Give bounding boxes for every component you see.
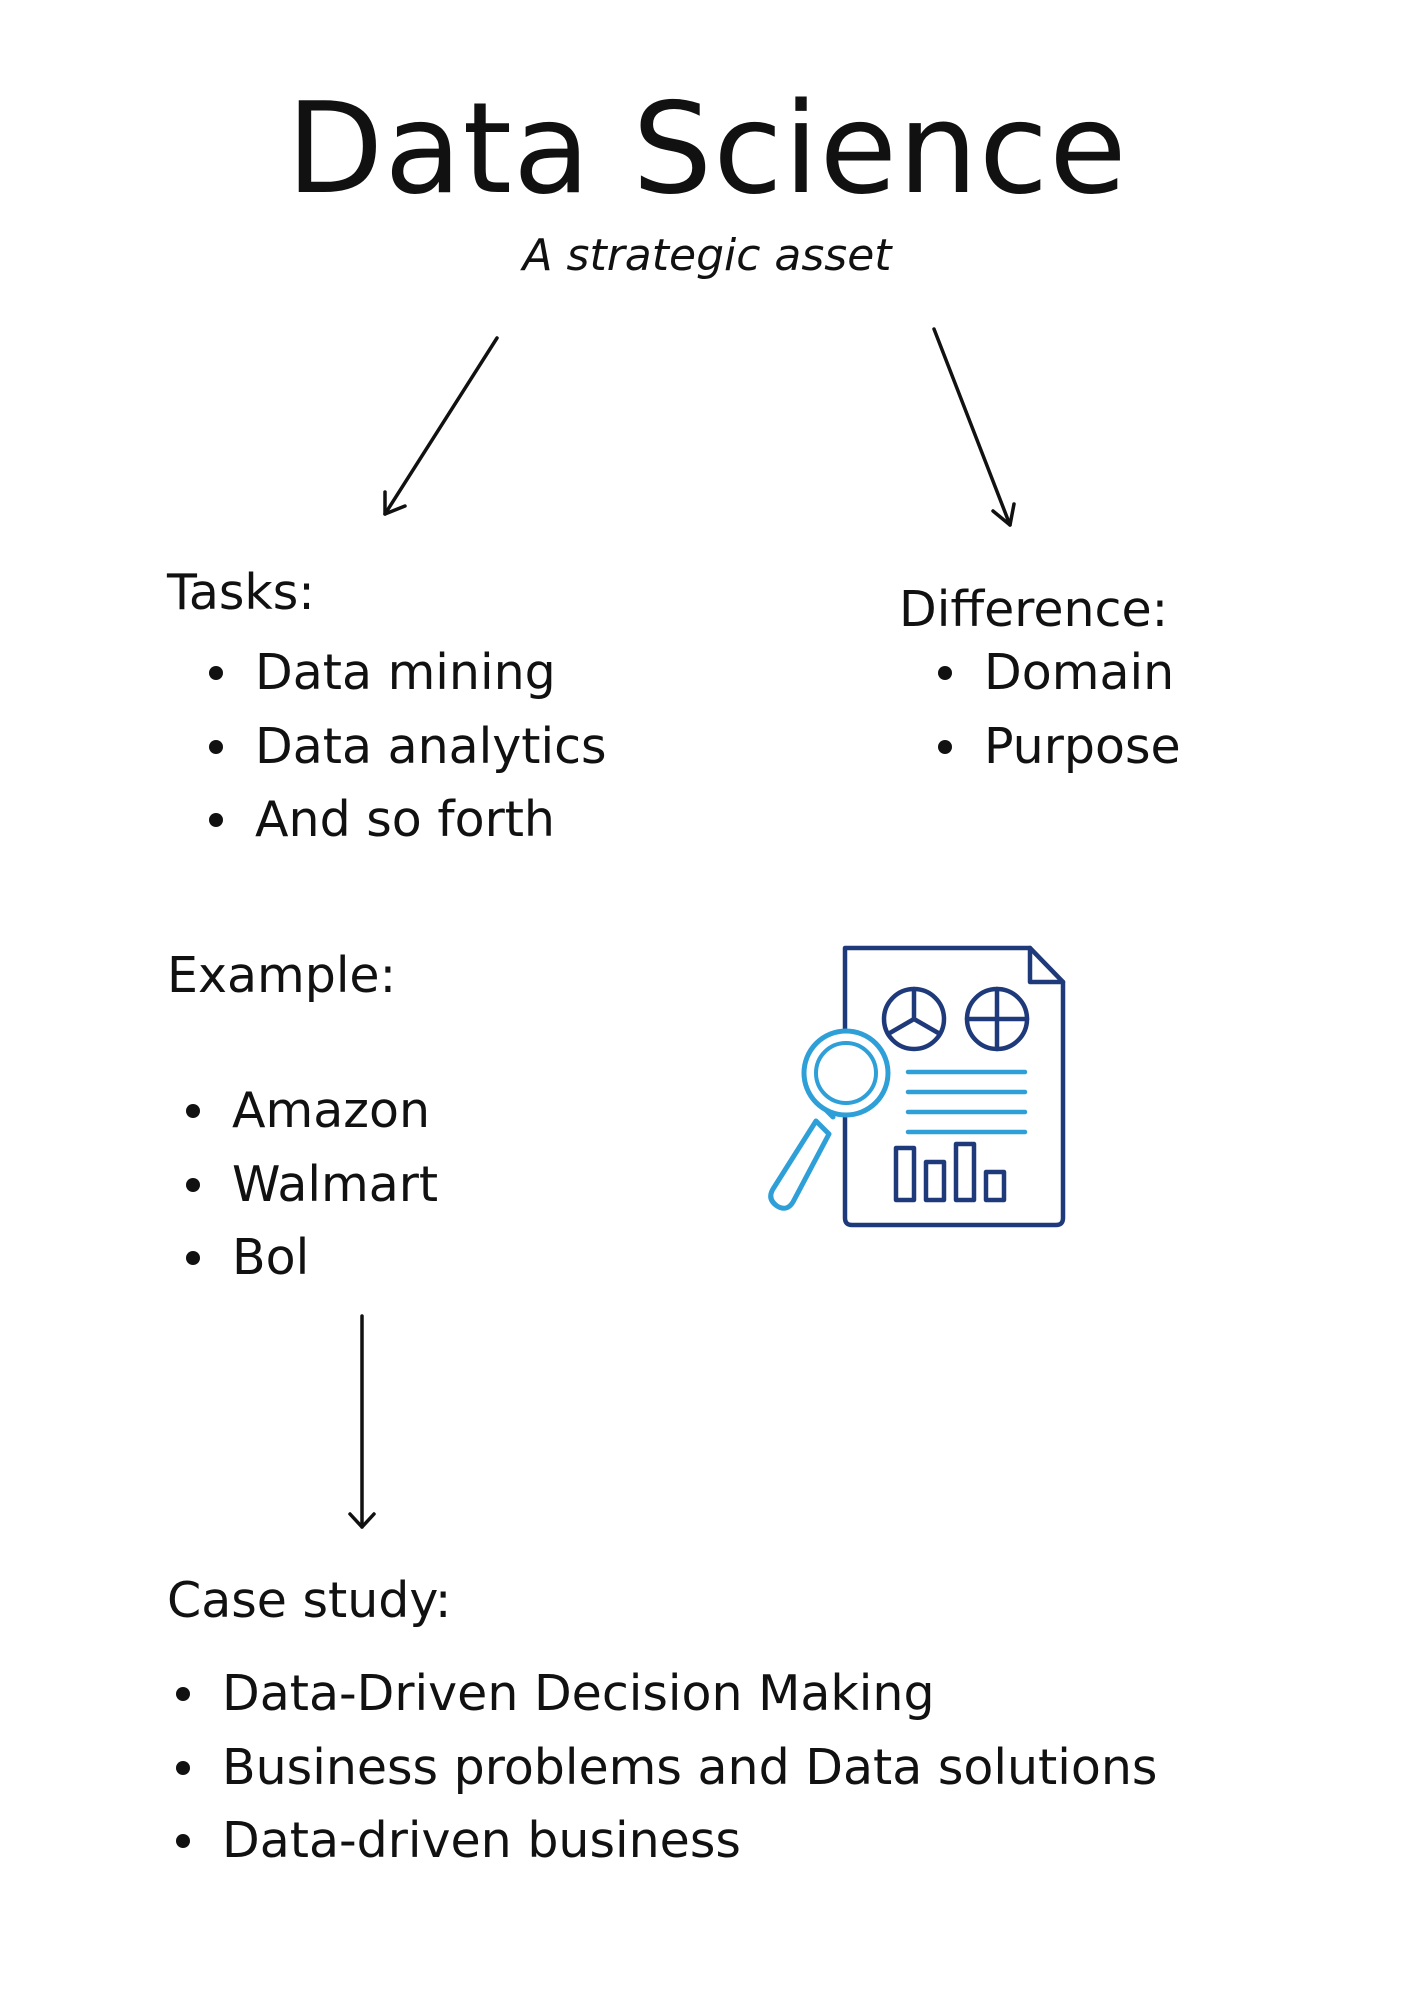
list-item: Business problems and Data solutions (170, 1731, 1157, 1805)
example-heading: Example: (167, 947, 397, 1004)
arrow-to-tasks (383, 336, 499, 516)
tasks-list: Data mining Data analytics And so forth (203, 636, 607, 857)
list-item: Data analytics (203, 710, 607, 784)
list-item: Purpose (932, 710, 1181, 784)
data-report-analysis-icon (768, 945, 1066, 1228)
list-item: And so forth (203, 783, 607, 857)
list-item: Walmart (180, 1148, 438, 1222)
list-item: Amazon (180, 1074, 438, 1148)
list-item: Bol (180, 1221, 438, 1295)
difference-heading: Difference: (899, 581, 1169, 638)
tasks-heading: Tasks: (167, 564, 315, 621)
list-item: Data-driven business (170, 1804, 1157, 1878)
case-study-list: Data-Driven Decision Making Business pro… (170, 1657, 1157, 1878)
example-list: Amazon Walmart Bol (180, 1074, 438, 1295)
list-item: Data mining (203, 636, 607, 710)
arrow-to-difference (932, 327, 1016, 527)
case-study-heading: Case study: (167, 1572, 452, 1629)
list-item: Domain (932, 636, 1181, 710)
difference-list: Domain Purpose (932, 636, 1181, 783)
page-title: Data Science (286, 75, 1128, 222)
list-item: Data-Driven Decision Making (170, 1657, 1157, 1731)
arrow-to-case-study (348, 1314, 376, 1529)
page-subtitle: A strategic asset (522, 230, 892, 281)
